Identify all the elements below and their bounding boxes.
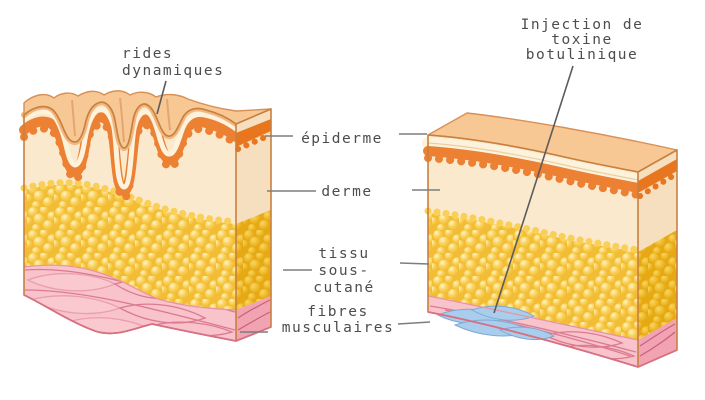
left-skin-block — [19, 90, 273, 342]
injection-blob-3 — [470, 305, 536, 321]
injection-label-line1: Injection de — [521, 17, 644, 33]
right-epidermis-band — [423, 146, 643, 193]
left-surface-cream-line — [21, 106, 239, 190]
right-skin-block — [422, 112, 679, 368]
right-fat-top-bubbles — [424, 207, 642, 254]
left-block-annotation: rides dynamiques — [122, 46, 224, 115]
left-side-epidermis-scallops — [235, 132, 273, 152]
tissu-label-line2: sous- — [318, 263, 369, 279]
left-side-muscle-fibers — [237, 299, 271, 331]
injection-site — [436, 305, 556, 341]
injection-label-line3: botulinique — [526, 47, 639, 63]
fibres-connector-right — [397, 321, 431, 325]
right-side-epidermis — [638, 159, 677, 193]
right-side-fat — [638, 230, 677, 340]
right-fat-layer — [428, 213, 638, 340]
injection-needle-line — [493, 65, 574, 314]
right-epidermis-scallops — [424, 154, 642, 199]
rides-label-line1: rides — [122, 46, 173, 62]
left-muscle-bottom-edge — [23, 294, 272, 342]
right-muscle-top-edge — [427, 295, 639, 341]
left-side-fat — [236, 210, 271, 310]
right-side-muscle-fibers — [639, 323, 676, 357]
rides-label-line2: dynamiques — [122, 63, 224, 79]
injection-label-line2: toxine — [551, 32, 612, 48]
left-wrinkle-groove-shadows — [71, 97, 171, 143]
left-muscle-top-edge — [23, 264, 237, 311]
right-epidermis-thin-line — [427, 142, 639, 181]
layer-label-derme: derme — [267, 184, 440, 200]
rides-pointer-line — [156, 80, 167, 115]
tissu-label-line1: tissu — [318, 246, 369, 262]
fibres-label-line1: fibres — [307, 304, 368, 320]
left-side-epidermis — [236, 119, 271, 147]
tissu-connector-right — [399, 262, 430, 265]
layer-label-epiderme: épiderme — [265, 131, 427, 147]
injection-blob-4 — [498, 326, 556, 341]
tissu-label-line3: cutané — [313, 280, 374, 296]
right-side-epidermis-scallops — [637, 171, 679, 199]
layer-label-tissu-sous-cutane: tissu sous- cutané — [283, 246, 430, 296]
epiderme-label: épiderme — [301, 131, 383, 147]
layer-label-fibres-musculaires: fibres musculaires — [240, 304, 431, 336]
left-epidermis-scallops — [20, 120, 240, 203]
right-muscle-bottom-edge — [427, 311, 678, 368]
right-block-annotation: Injection de toxine botulinique — [493, 17, 644, 314]
right-side-muscle — [638, 318, 677, 367]
derme-label: derme — [321, 184, 372, 200]
fibres-label-line2: musculaires — [282, 320, 395, 336]
